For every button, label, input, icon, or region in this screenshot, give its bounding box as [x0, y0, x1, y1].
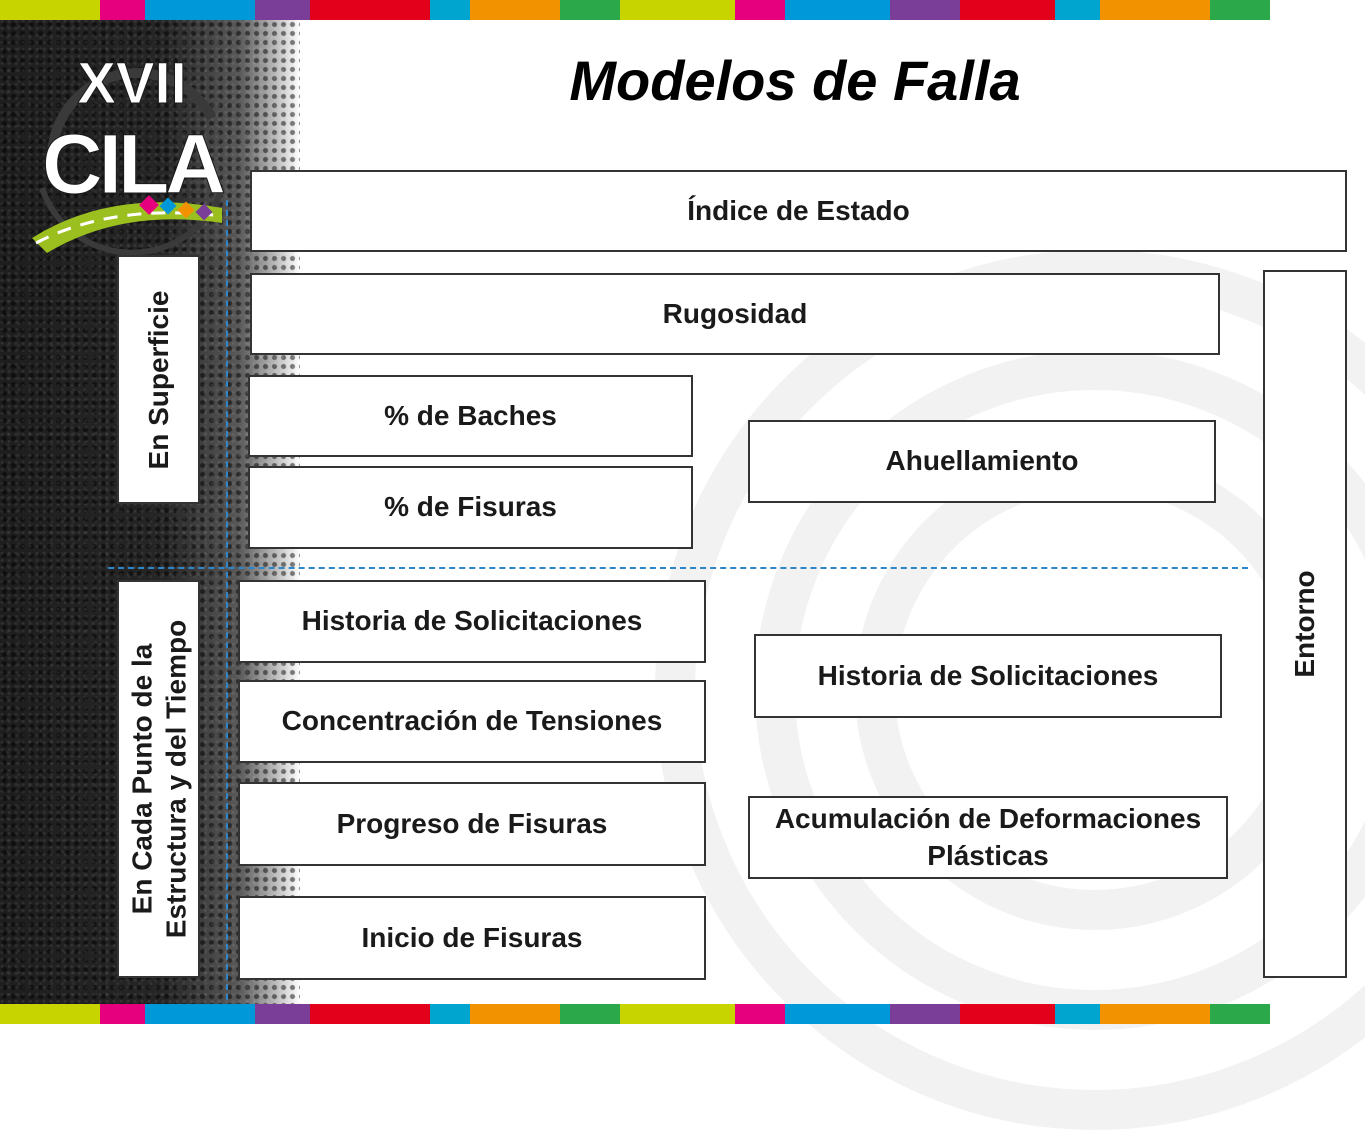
stripe-segment: [560, 0, 620, 20]
stripe-segment: [0, 1004, 100, 1024]
label-structure-line1: En Cada Punto de la: [125, 643, 157, 915]
box-inicio-fisuras: Inicio de Fisuras: [238, 896, 706, 980]
box-indice-estado: Índice de Estado: [250, 170, 1347, 252]
stripe-segment: [0, 0, 100, 20]
acumulacion-line2: Plásticas: [927, 839, 1049, 871]
stripe-segment: [100, 1004, 145, 1024]
stripe-segment: [430, 0, 470, 20]
stripe-segment: [735, 0, 785, 20]
horizontal-divider: [108, 567, 1248, 569]
label-surface-text: En Superficie: [142, 290, 174, 469]
stripe-segment: [890, 1004, 960, 1024]
logo-line1: XVII: [77, 51, 187, 116]
cila-logo: XVII CILA: [32, 51, 229, 256]
stripe-segment: [1210, 1004, 1270, 1024]
box-historia-solicitaciones-left: Historia de Solicitaciones: [238, 580, 706, 663]
stripe-segment: [100, 0, 145, 20]
stripe-segment: [960, 0, 1055, 20]
label-structure: En Cada Punto de la Estructura y del Tie…: [117, 580, 200, 978]
stripe-segment: [785, 1004, 890, 1024]
stripe-segment: [310, 0, 430, 20]
stripe-segment: [430, 1004, 470, 1024]
stripe-segment: [1100, 0, 1210, 20]
stripe-segment: [1210, 0, 1270, 20]
logo-line2: CILA: [42, 117, 224, 211]
stripe-segment: [470, 0, 560, 20]
box-progreso-fisuras: Progreso de Fisuras: [238, 782, 706, 866]
vertical-divider: [226, 200, 228, 1000]
box-historia-solicitaciones-right: Historia de Solicitaciones: [754, 634, 1222, 718]
stripe-segment: [620, 1004, 735, 1024]
stripe-segment: [310, 1004, 430, 1024]
box-acumulacion-deformaciones: Acumulación de Deformaciones Plásticas: [748, 796, 1228, 879]
stripe-segment: [785, 0, 890, 20]
stripe-segment: [1100, 1004, 1210, 1024]
bottom-color-stripe: [0, 1004, 1365, 1024]
stripe-segment: [890, 0, 960, 20]
stripe-segment: [1055, 1004, 1100, 1024]
label-structure-line2: Estructura y del Tiempo: [159, 619, 191, 939]
stripe-segment: [255, 1004, 310, 1024]
top-color-stripe: [0, 0, 1365, 20]
box-concentracion-tensiones: Concentración de Tensiones: [238, 680, 706, 763]
stripe-segment: [1055, 0, 1100, 20]
stripe-segment: [960, 1004, 1055, 1024]
label-environment-text: Entorno: [1289, 570, 1321, 678]
label-surface: En Superficie: [117, 255, 200, 504]
box-fisuras: % de Fisuras: [248, 466, 693, 549]
stripe-segment: [735, 1004, 785, 1024]
box-ahuellamiento: Ahuellamiento: [748, 420, 1216, 503]
stripe-segment: [620, 0, 735, 20]
box-baches: % de Baches: [248, 375, 693, 457]
stripe-segment: [145, 1004, 255, 1024]
label-environment: Entorno: [1263, 270, 1347, 978]
stripe-segment: [560, 1004, 620, 1024]
stripe-segment: [470, 1004, 560, 1024]
stripe-segment: [145, 0, 255, 20]
page-title: Modelos de Falla: [569, 49, 1021, 112]
acumulacion-line1: Acumulación de Deformaciones: [774, 803, 1202, 835]
label-structure-text: En Cada Punto de la Estructura y del Tie…: [125, 620, 192, 938]
box-rugosidad: Rugosidad: [250, 273, 1220, 355]
stripe-segment: [255, 0, 310, 20]
